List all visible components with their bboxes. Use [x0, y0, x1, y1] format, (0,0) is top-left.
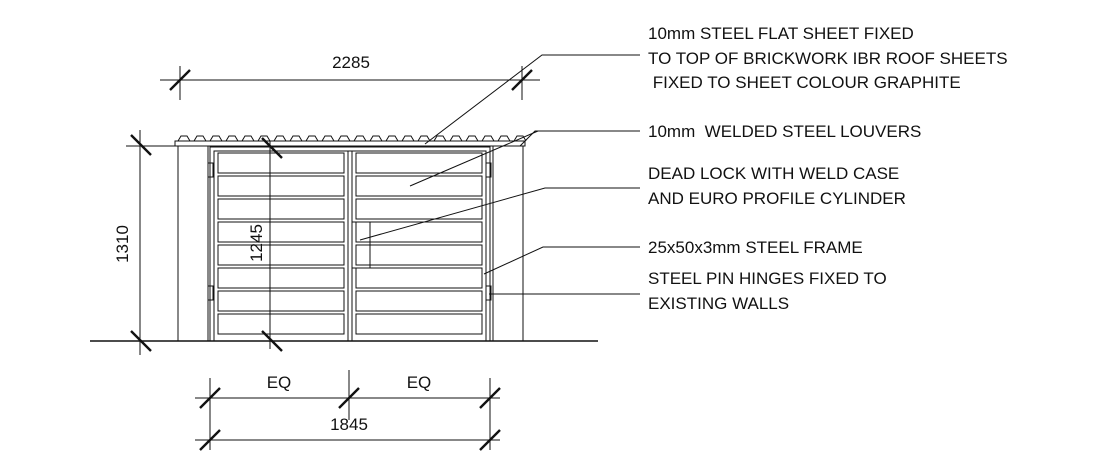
- note-roof-line-3: FIXED TO SHEET COLOUR GRAPHITE: [648, 73, 961, 92]
- note-roof-line-1: 10mm STEEL FLAT SHEET FIXED: [648, 24, 914, 43]
- annotation-notes: 10mm STEEL FLAT SHEET FIXED TO TOP OF BR…: [648, 24, 1008, 313]
- note-hinges-line-1: STEEL PIN HINGES FIXED TO: [648, 269, 887, 288]
- dimension-overall-height-label: 1310: [113, 225, 132, 263]
- louver-slat: [355, 267, 483, 289]
- ibr-roof-sheet: [174, 135, 527, 147]
- pin-hinges: [207, 162, 492, 301]
- louver-slat: [217, 152, 345, 174]
- note-lock-line-1: DEAD LOCK WITH WELD CASE: [648, 164, 899, 183]
- dimension-top-width-label: 2285: [332, 53, 370, 72]
- annotation-leaders: [359, 54, 640, 295]
- louver-slat: [355, 221, 483, 243]
- note-louvers: 10mm WELDED STEEL LOUVERS: [648, 122, 921, 141]
- note-frame: 25x50x3mm STEEL FRAME: [648, 238, 863, 257]
- louver-slat: [217, 175, 345, 197]
- dead-lock: [352, 221, 371, 269]
- note-lock-line-2: AND EURO PROFILE CYLINDER: [648, 189, 906, 208]
- louver-slat: [355, 244, 483, 266]
- louver-slat: [217, 244, 345, 266]
- note-hinges-line-2: EXISTING WALLS: [648, 294, 789, 313]
- louver-slat: [217, 221, 345, 243]
- louver-slat: [217, 290, 345, 312]
- steel-gate-frame: [209, 146, 491, 342]
- note-roof-line-2: TO TOP OF BRICKWORK IBR ROOF SHEETS: [648, 49, 1008, 68]
- louver-slat: [217, 198, 345, 220]
- dimension-overall-height: 1310: [113, 130, 178, 355]
- dimension-top-width: 2285: [160, 53, 540, 100]
- dimension-gate-height: 1245: [247, 137, 283, 352]
- louver-slat: [355, 290, 483, 312]
- louver-slat: [355, 198, 483, 220]
- louver-slat: [355, 175, 483, 197]
- louver-slat: [355, 313, 483, 335]
- dimension-equal-halves: EQ EQ: [195, 370, 501, 450]
- louver-slat: [355, 152, 483, 174]
- welded-steel-louvers: [217, 152, 483, 335]
- louver-slat: [217, 267, 345, 289]
- dimension-gate-width: 1845: [195, 415, 501, 451]
- louver-slat: [217, 313, 345, 335]
- dimension-gate-width-label: 1845: [330, 415, 368, 434]
- dimension-gate-height-label: 1245: [247, 224, 266, 262]
- dimension-right-half-label: EQ: [407, 373, 432, 392]
- brick-walls: [177, 146, 524, 341]
- dimension-left-half-label: EQ: [267, 373, 292, 392]
